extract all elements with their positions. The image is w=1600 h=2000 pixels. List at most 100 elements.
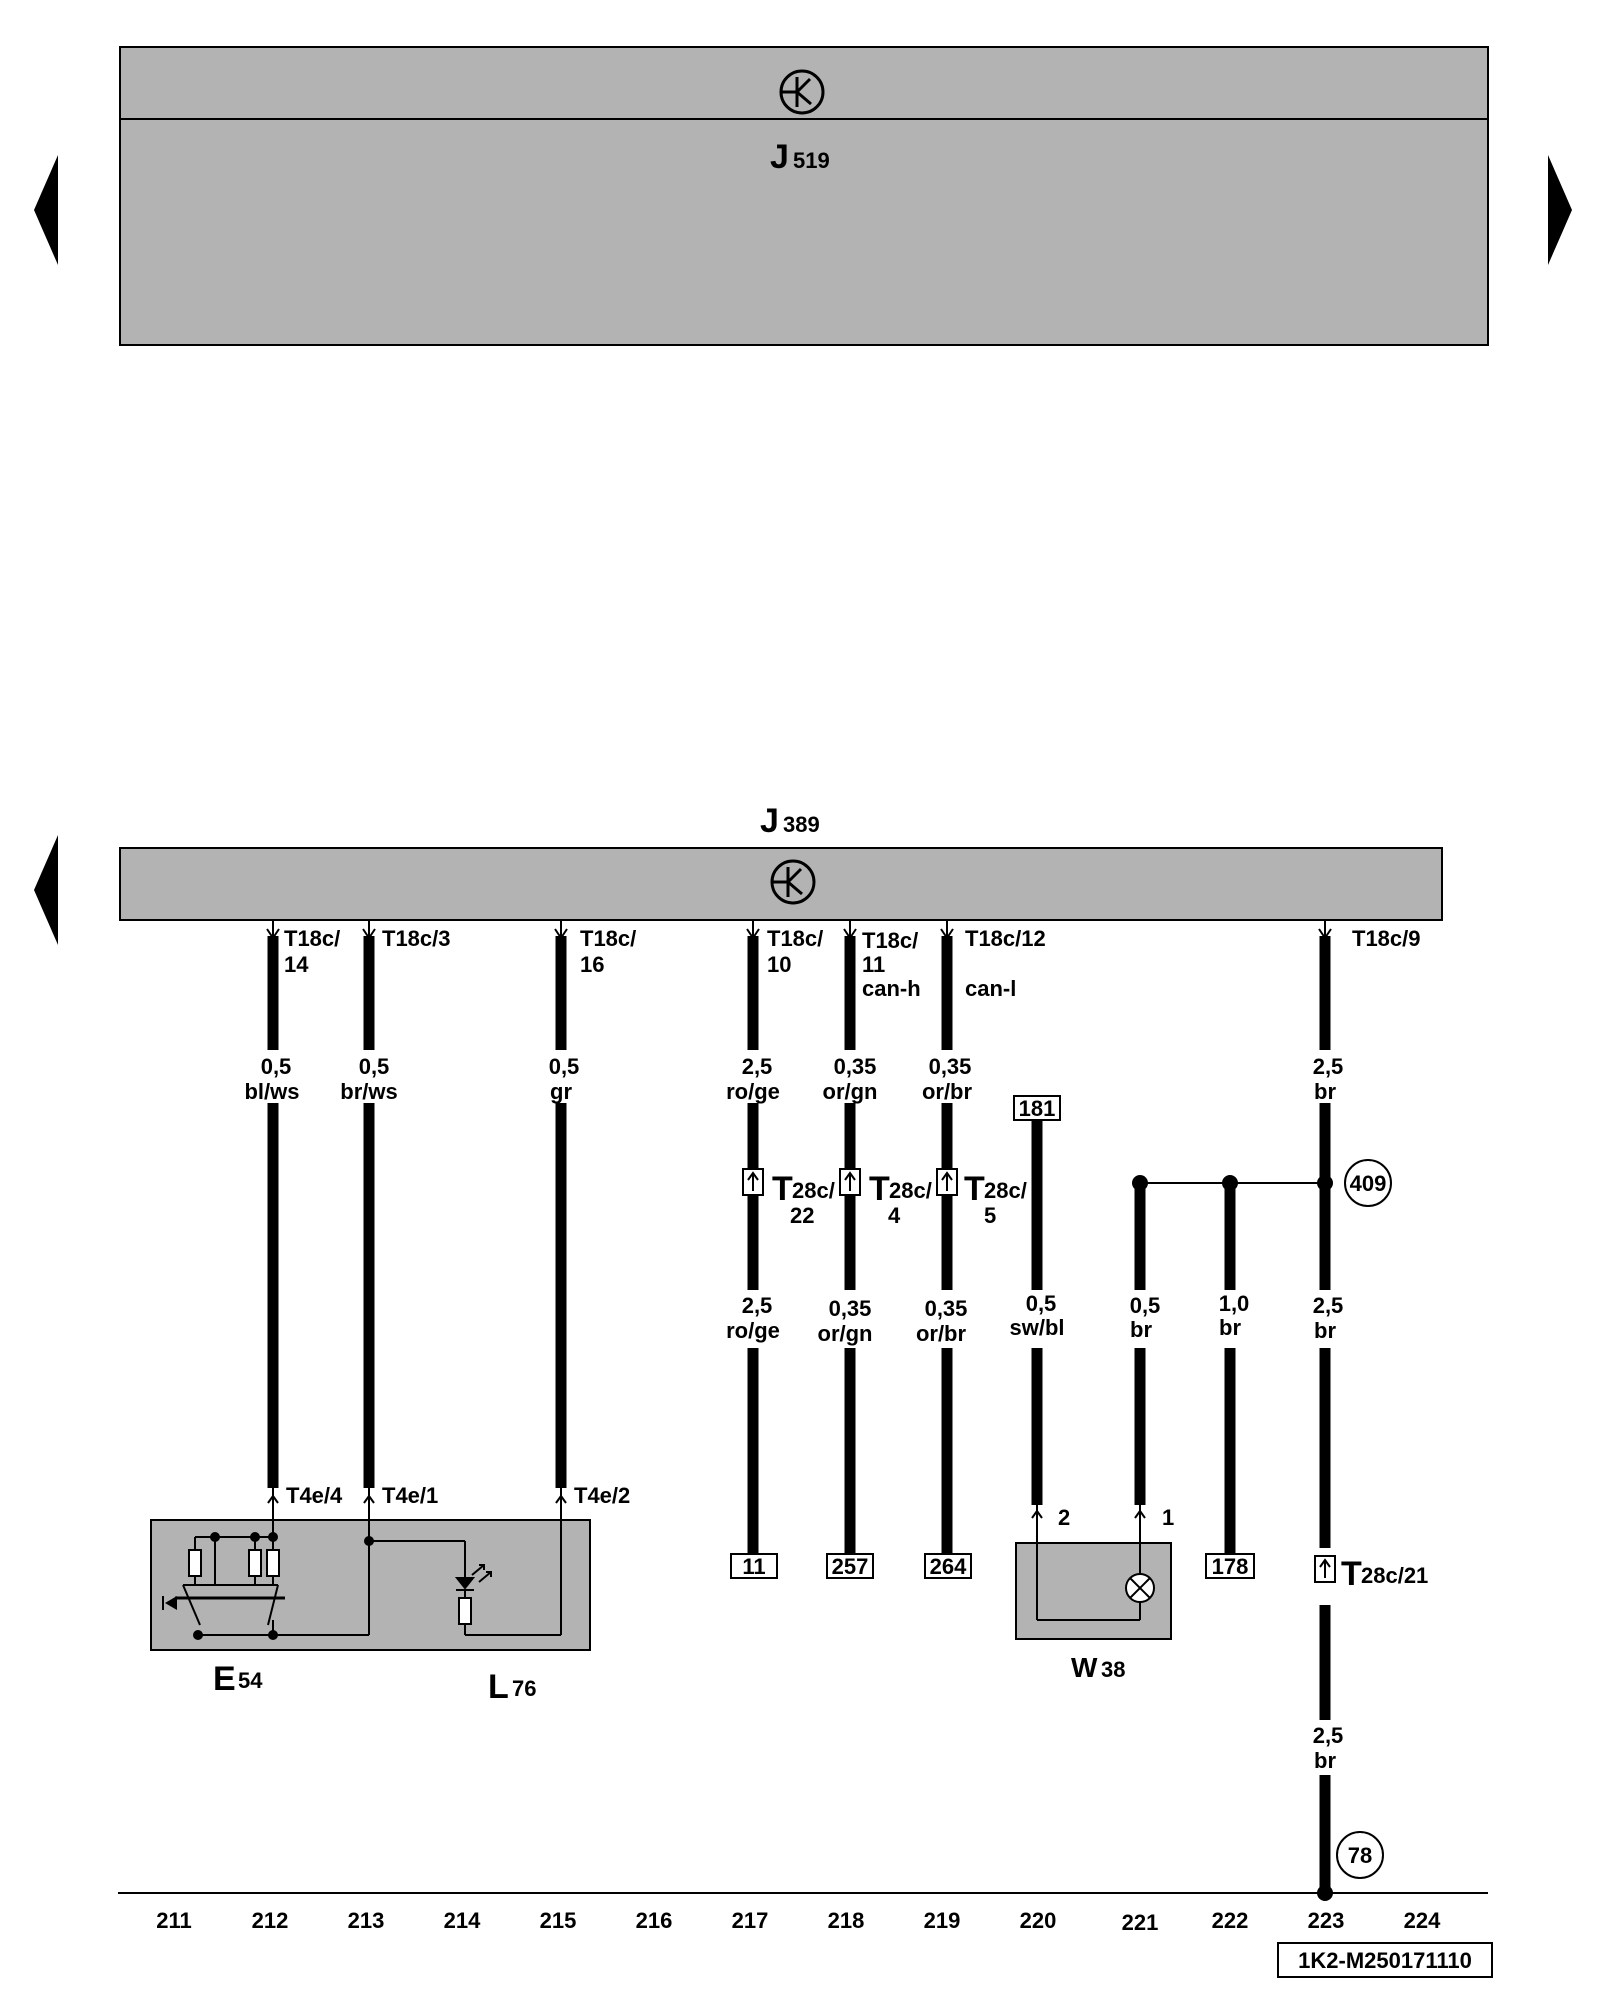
wire-cross-section: 0,5 xyxy=(1026,1291,1057,1316)
wire-color: or/gn xyxy=(818,1321,873,1346)
wire-color: gr xyxy=(550,1079,572,1104)
node-marker[interactable]: 409 xyxy=(1344,1159,1392,1207)
component-sub: 76 xyxy=(512,1676,536,1701)
control-unit-icon xyxy=(770,859,816,905)
pin-label: T18c/ xyxy=(767,926,823,951)
reference-number: 11 xyxy=(742,1554,765,1579)
wire-color: or/br xyxy=(916,1321,967,1346)
pin-label: 14 xyxy=(284,952,309,977)
component-pin-label: T4e/1 xyxy=(382,1483,438,1508)
wire-cross-section: 0,35 xyxy=(829,1296,872,1321)
wire-color: br xyxy=(1314,1079,1336,1104)
column-number: 220 xyxy=(1020,1908,1057,1933)
connector-sub: 28c/21 xyxy=(1361,1563,1428,1588)
reference-number: 181 xyxy=(1019,1096,1056,1121)
reference-box[interactable]: 181 xyxy=(1013,1095,1061,1121)
pin-label: T18c/3 xyxy=(382,926,451,951)
wire-cross-section: 0,35 xyxy=(929,1054,972,1079)
connector-pin: 5 xyxy=(984,1203,996,1228)
connector-t28c-5: T 28c/ 5 xyxy=(936,1168,1027,1228)
column-number: 217 xyxy=(732,1908,769,1933)
connector-t28c-21: T 28c/21 xyxy=(1314,1555,1428,1593)
column-number: 221 xyxy=(1122,1910,1159,1935)
bus-label: can-l xyxy=(965,976,1016,1001)
component-pins xyxy=(267,1488,1146,1545)
column-number: 212 xyxy=(252,1908,289,1933)
wire-color: or/gn xyxy=(823,1079,878,1104)
arrow-left-icon[interactable] xyxy=(34,835,58,945)
arrow-right-icon[interactable] xyxy=(1548,155,1572,265)
wire-cross-section: 0,5 xyxy=(549,1054,580,1079)
pin-label: T18c/9 xyxy=(1352,926,1421,951)
column-number: 211 xyxy=(156,1908,192,1933)
wire-color: bl/ws xyxy=(244,1079,299,1104)
column-number: 215 xyxy=(540,1908,577,1933)
reference-box[interactable]: 257 xyxy=(826,1553,874,1579)
connector-letter: T xyxy=(869,1170,890,1208)
connector-sub: 28c/ xyxy=(889,1178,932,1203)
module-sub: 389 xyxy=(783,812,820,837)
column-number: 218 xyxy=(828,1908,865,1933)
ground-marker[interactable]: 78 xyxy=(1336,1831,1384,1879)
module-letter: J xyxy=(770,138,789,176)
ground-number: 78 xyxy=(1348,1843,1372,1868)
pin-label: T18c/ xyxy=(580,926,636,951)
component-e54-l76 xyxy=(150,1519,591,1651)
connector-pin: 4 xyxy=(888,1203,901,1228)
module-letter: J xyxy=(760,802,779,840)
reference-number: 178 xyxy=(1212,1554,1249,1579)
reference-box[interactable]: 11 xyxy=(730,1553,778,1579)
wire-color: br/ws xyxy=(340,1079,397,1104)
wire-color: ro/ge xyxy=(726,1079,780,1104)
component-pin-label: T4e/2 xyxy=(574,1483,630,1508)
ground-branch xyxy=(1132,1175,1333,1191)
pin-label: T18c/ xyxy=(284,926,340,951)
pin-label: 10 xyxy=(767,952,791,977)
switch-icon xyxy=(162,1520,374,1640)
reference-number: 264 xyxy=(930,1554,967,1579)
reference-box[interactable]: 178 xyxy=(1205,1553,1255,1579)
arrow-left-icon[interactable] xyxy=(34,155,58,265)
node-number: 409 xyxy=(1350,1171,1387,1196)
pin-arrows xyxy=(266,920,1332,940)
control-unit-icon xyxy=(779,69,825,115)
component-letter: L xyxy=(488,1668,509,1706)
reference-box[interactable]: 264 xyxy=(924,1553,972,1579)
component-letter: W xyxy=(1071,1652,1098,1683)
wire-cross-section: 2,5 xyxy=(742,1293,773,1318)
column-number: 219 xyxy=(924,1908,961,1933)
column-number: 224 xyxy=(1404,1908,1441,1933)
wire-color: sw/bl xyxy=(1009,1315,1064,1340)
component-sub: 54 xyxy=(238,1668,263,1693)
wire-cross-section: 0,5 xyxy=(261,1054,292,1079)
wire-cross-section: 2,5 xyxy=(1313,1054,1344,1079)
wire-cross-section: 2,5 xyxy=(742,1054,773,1079)
wire-cross-section: 1,0 xyxy=(1219,1291,1250,1316)
wire-cross-section: 2,5 xyxy=(1313,1723,1344,1748)
document-id: 1K2-M250171110 xyxy=(1277,1942,1493,1978)
wire-color: br xyxy=(1314,1318,1336,1343)
connector-pin: 22 xyxy=(790,1203,814,1228)
wire-color: br xyxy=(1130,1317,1152,1342)
connector-letter: T xyxy=(964,1170,985,1208)
column-number: 213 xyxy=(348,1908,385,1933)
component-pin-label: T4e/4 xyxy=(286,1483,343,1508)
document-id-text: 1K2-M250171110 xyxy=(1298,1948,1472,1973)
lamp-icon xyxy=(1036,1543,1155,1621)
pin-labels: T18c/ 14 T18c/3 T18c/ 16 T18c/ 10 T18c/ … xyxy=(284,926,1421,1001)
wire-cross-section: 0,35 xyxy=(925,1296,968,1321)
wire-cross-section: 2,5 xyxy=(1313,1293,1344,1318)
wire-color: br xyxy=(1314,1748,1336,1773)
pin-label: T18c/ xyxy=(862,928,918,953)
component-sub: 38 xyxy=(1101,1657,1125,1682)
component-letter: E xyxy=(213,1660,236,1698)
column-number: 223 xyxy=(1308,1908,1345,1933)
wire-color: or/br xyxy=(922,1079,973,1104)
connector-letter: T xyxy=(1341,1555,1362,1593)
pin-label: 16 xyxy=(580,952,604,977)
connector-t28c-22: T 28c/ 22 xyxy=(742,1168,835,1228)
connector-sub: 28c/ xyxy=(984,1178,1027,1203)
wire-cross-section: 0,35 xyxy=(834,1054,877,1079)
wire-cross-section: 0,5 xyxy=(359,1054,390,1079)
